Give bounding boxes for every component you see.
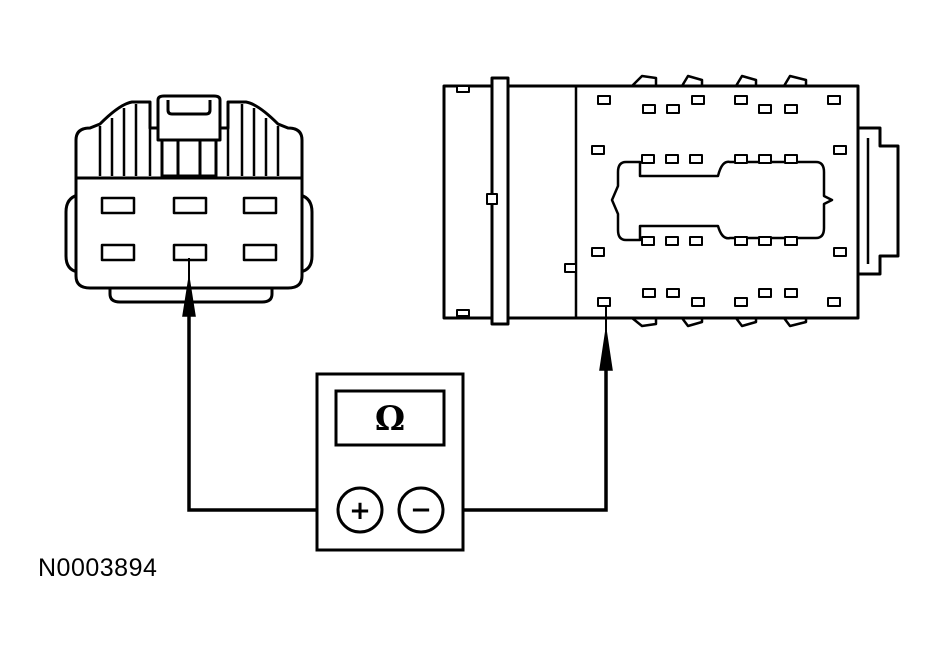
right-connector bbox=[442, 74, 900, 328]
negative-probe-tip bbox=[599, 329, 613, 371]
negative-lead-wire bbox=[444, 366, 608, 512]
positive-lead-wire bbox=[187, 312, 334, 512]
positive-probe-tip bbox=[182, 277, 196, 317]
ohm-symbol: Ω bbox=[375, 399, 405, 439]
negative-terminal bbox=[397, 486, 445, 534]
multimeter: Ω + − bbox=[315, 372, 465, 552]
positive-terminal bbox=[336, 486, 384, 534]
test-leads bbox=[187, 312, 608, 512]
probe-tips bbox=[182, 258, 613, 371]
left-connector bbox=[64, 94, 314, 304]
figure-reference-label: N0003894 bbox=[38, 554, 158, 582]
multimeter-display bbox=[334, 389, 446, 447]
positive-terminal-label: + bbox=[349, 496, 371, 526]
negative-terminal-label: − bbox=[410, 495, 432, 525]
